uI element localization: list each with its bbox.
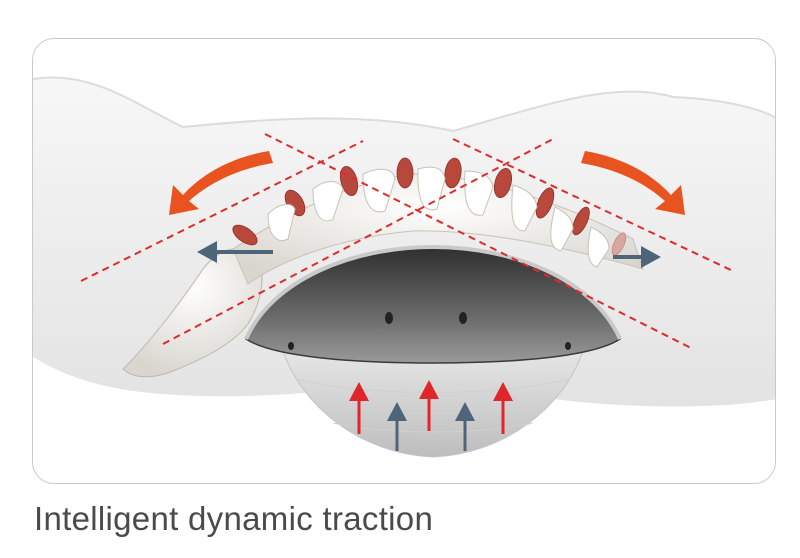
push-arrow-up-red-icon — [419, 380, 439, 431]
curved-traction-arrow-right-icon — [581, 151, 685, 215]
guide-line — [80, 140, 364, 282]
disc — [535, 187, 555, 219]
guide-line — [162, 138, 554, 345]
disc — [493, 167, 513, 199]
disc — [232, 224, 258, 246]
device-screws — [288, 312, 571, 350]
spine-traction-illustration — [33, 76, 775, 458]
push-arrow-up-red-icon — [349, 382, 369, 434]
push-arrows — [349, 380, 513, 451]
body-edge-top — [33, 76, 775, 133]
guide-line — [452, 138, 734, 272]
disc — [396, 157, 414, 189]
caption: Intelligent dynamic traction — [34, 500, 434, 537]
disc — [611, 232, 627, 256]
illustration-panel — [32, 38, 776, 484]
stretch-arrow-right-icon — [613, 246, 661, 268]
stretch-arrow-left-icon — [197, 241, 273, 263]
push-arrow-up-blue-icon — [455, 402, 475, 451]
guide-line — [264, 133, 694, 350]
guide-lines — [80, 133, 734, 350]
curved-traction-arrow-left-icon — [169, 151, 273, 215]
device-rim — [244, 244, 622, 340]
push-arrow-up-red-icon — [493, 382, 513, 434]
disc — [444, 157, 462, 189]
pelvis-bone — [122, 247, 263, 378]
disc — [572, 206, 590, 236]
push-arrow-up-blue-icon — [387, 402, 407, 451]
